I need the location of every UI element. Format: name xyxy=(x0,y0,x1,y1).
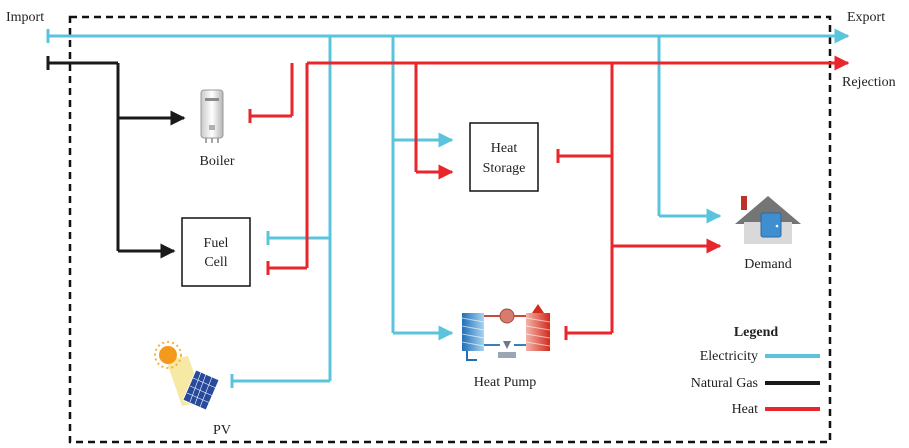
electricity-lines xyxy=(46,28,850,388)
heat-storage-label-line2: Storage xyxy=(483,161,526,176)
fuel-cell-label-line2: Cell xyxy=(204,255,227,270)
heat-storage-box xyxy=(469,122,539,192)
export-label: Export xyxy=(847,10,885,25)
legend-item-heat: Heat xyxy=(732,402,820,417)
solar-panel-icon xyxy=(154,341,220,411)
heat-pump-label: Heat Pump xyxy=(474,375,537,390)
house-icon xyxy=(735,196,801,244)
legend-item-natural-gas: Natural Gas xyxy=(691,376,820,391)
boiler-icon xyxy=(200,89,224,143)
demand-label: Demand xyxy=(744,257,791,272)
fuel-cell-box xyxy=(181,217,251,287)
heat-lines xyxy=(248,55,850,340)
legend-label: Electricity xyxy=(700,349,758,364)
heat-storage-label-line1: Heat xyxy=(491,141,518,156)
legend-label: Natural Gas xyxy=(691,376,758,391)
legend-title: Legend xyxy=(734,325,779,340)
fuel-cell-label-line1: Fuel xyxy=(204,236,229,251)
heat-pump-icon xyxy=(461,304,551,361)
rejection-label: Rejection xyxy=(842,75,896,90)
boiler-label: Boiler xyxy=(200,154,235,169)
legend-label: Heat xyxy=(732,402,759,417)
import-label: Import xyxy=(6,10,44,25)
legend: Legend Electricity Natural Gas Heat xyxy=(691,325,820,417)
legend-item-electricity: Electricity xyxy=(700,349,820,364)
natural-gas-lines xyxy=(46,56,186,259)
system-boundary xyxy=(68,15,832,444)
pv-label: PV xyxy=(213,423,231,438)
